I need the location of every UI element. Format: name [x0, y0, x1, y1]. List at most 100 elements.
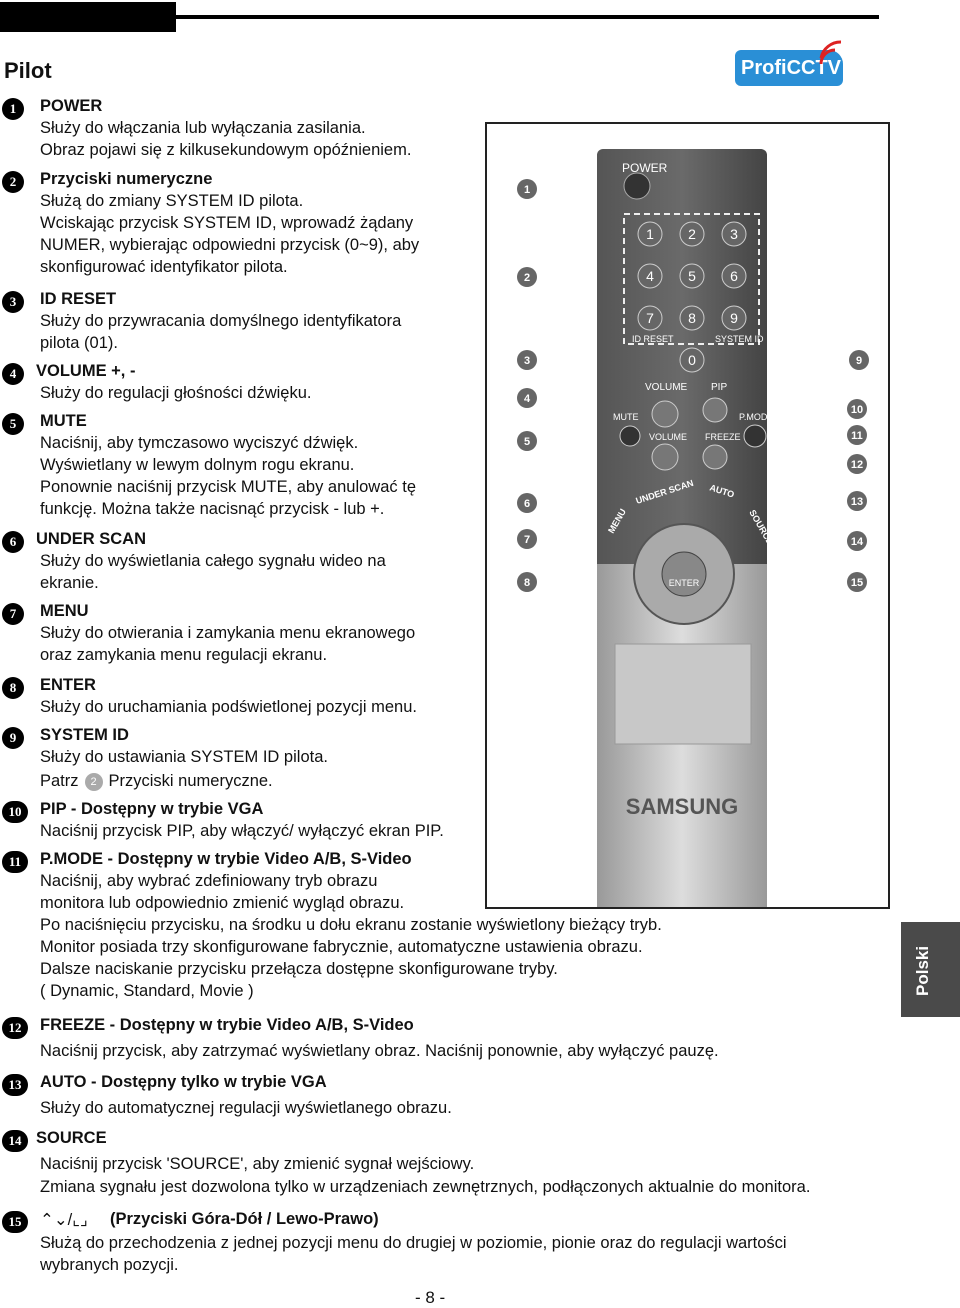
digit-button[interactable]	[679, 221, 705, 247]
item-number: 2	[2, 171, 24, 193]
item-heading: SOURCE	[36, 1129, 107, 1147]
digit-button[interactable]	[721, 305, 747, 331]
digit-label: 0	[688, 352, 696, 368]
callout-number: 10	[851, 404, 863, 416]
callout-number: 2	[524, 272, 530, 284]
item-number: 5	[2, 413, 24, 435]
digit-label: 7	[646, 310, 654, 326]
item-text: Służą do przechodzenia z jednej pozycji …	[40, 1234, 787, 1252]
callout-number: 3	[524, 355, 530, 367]
digit-button[interactable]	[679, 305, 705, 331]
digit-button[interactable]	[721, 221, 747, 247]
item-text: Zmiana sygnału jest dozwolona tylko w ur…	[40, 1178, 811, 1196]
item-text: Naciśnij przycisk PIP, aby włączyć/ wyłą…	[40, 822, 444, 840]
item-heading: FREEZE - Dostępny w trybie Video A/B, S-…	[40, 1016, 414, 1034]
callout-number: 4	[524, 393, 531, 405]
callout-number: 15	[851, 577, 863, 589]
item-number: 15	[2, 1211, 28, 1233]
enter-button[interactable]	[661, 551, 707, 597]
callout-number: 13	[851, 496, 863, 508]
callout-marker	[517, 179, 537, 199]
callout-number: 5	[524, 436, 530, 448]
item-text: Obraz pojawi się z kilkusekundowym opóźn…	[40, 141, 412, 159]
digit-button[interactable]	[637, 221, 663, 247]
item-text: Wyświetlany w lewym dolnym rogu ekranu.	[40, 456, 355, 474]
item-heading: UNDER SCAN	[36, 530, 147, 548]
reference-label: Patrz	[40, 772, 79, 790]
digit-label: 6	[730, 268, 738, 284]
item-text: Naciśnij, aby wybrać zdefiniowany tryb o…	[40, 872, 378, 890]
svg-text:VOLUME: VOLUME	[649, 432, 687, 442]
freeze-button[interactable]	[702, 444, 728, 470]
digit-label: 1	[646, 226, 654, 242]
digit-label: 5	[688, 268, 696, 284]
digit-button[interactable]	[637, 305, 663, 331]
pip-button[interactable]	[702, 397, 728, 423]
callout-marker	[517, 267, 537, 287]
language-tab: Polski	[901, 922, 960, 1017]
p-mode-button[interactable]	[743, 424, 767, 448]
callout-number: 11	[851, 430, 863, 442]
item-text: Służy do włączania lub wyłączania zasila…	[40, 119, 366, 137]
item-number: 14	[2, 1130, 28, 1152]
reference-text: Przyciski numeryczne.	[108, 772, 273, 790]
svg-text:P.MODE: P.MODE	[739, 412, 773, 422]
mute-button[interactable]	[619, 425, 641, 447]
item-heading: Przyciski numeryczne	[40, 170, 213, 188]
item-text: Służą do zmiany SYSTEM ID pilota.	[40, 192, 304, 210]
svg-text:MUTE: MUTE	[613, 412, 639, 422]
arrow-keys-icon: ⌃⌄/⌞⌟	[40, 1211, 88, 1229]
digit-button[interactable]	[721, 263, 747, 289]
header-bar	[0, 2, 176, 32]
item-text: Służy do wyświetlania całego sygnału wid…	[40, 552, 386, 570]
item-text: wybranych pozycji.	[40, 1256, 179, 1274]
item-number: 7	[2, 603, 24, 625]
svg-text:PIP: PIP	[711, 382, 727, 393]
digit-label: 8	[688, 310, 696, 326]
svg-text:VOLUME: VOLUME	[645, 382, 688, 393]
item-text: Ponownie naciśnij przycisk MUTE, aby anu…	[40, 478, 416, 496]
item-number: 3	[2, 291, 24, 313]
item-text: Monitor posiada trzy skonfigurowane fabr…	[40, 938, 643, 956]
item-text: Po naciśnięciu przycisku, na środku u do…	[40, 916, 662, 934]
item-text: Służy do przywracania domyślnego identyf…	[40, 312, 402, 330]
callout-marker	[847, 425, 867, 445]
item-heading: MENU	[40, 602, 89, 620]
volume-down-button[interactable]	[651, 443, 679, 471]
svg-text:FREEZE: FREEZE	[705, 432, 741, 442]
callout-marker	[517, 572, 537, 592]
callout-number: 6	[524, 498, 530, 510]
item-heading: SYSTEM ID	[40, 726, 129, 744]
callout-marker	[847, 572, 867, 592]
item-text: skonfigurować identyfikator pilota.	[40, 258, 288, 276]
item-text: pilota (01).	[40, 334, 118, 352]
volume-up-button[interactable]	[651, 400, 679, 428]
item-text: Naciśnij przycisk, aby zatrzymać wyświet…	[40, 1042, 719, 1060]
wireless-icon	[819, 40, 842, 65]
power-button[interactable]	[623, 172, 651, 200]
callout-number: 1	[524, 184, 530, 196]
samsung-logo: SAMSUNG	[626, 794, 738, 819]
digit-button[interactable]	[637, 263, 663, 289]
callout-marker	[517, 493, 537, 513]
item-text: Naciśnij, aby tymczasowo wyciszyć dźwięk…	[40, 434, 359, 452]
page-title: Pilot	[4, 58, 52, 83]
callout-number: 9	[856, 355, 862, 367]
callout-marker	[517, 529, 537, 549]
item-text: Dalsze naciskanie przycisku przełącza do…	[40, 960, 558, 978]
item-heading: ENTER	[40, 676, 96, 694]
item-text: monitora lub odpowiednio zmienić wygląd …	[40, 894, 405, 912]
digit-button[interactable]	[679, 263, 705, 289]
item-heading: POWER	[40, 97, 103, 115]
digit-label: 2	[688, 226, 696, 242]
system-id-label: SYSTEM ID	[715, 334, 764, 344]
item-text: funkcję. Można także nacisnąć przycisk -…	[40, 500, 385, 518]
item-heading: VOLUME +, -	[36, 362, 136, 380]
item-text: Służy do uruchamiania podświetlonej pozy…	[40, 698, 417, 716]
item-number: 1	[2, 98, 24, 120]
digit-button[interactable]	[679, 347, 705, 373]
svg-text:ENTER: ENTER	[669, 578, 700, 588]
callout-marker	[517, 350, 537, 370]
